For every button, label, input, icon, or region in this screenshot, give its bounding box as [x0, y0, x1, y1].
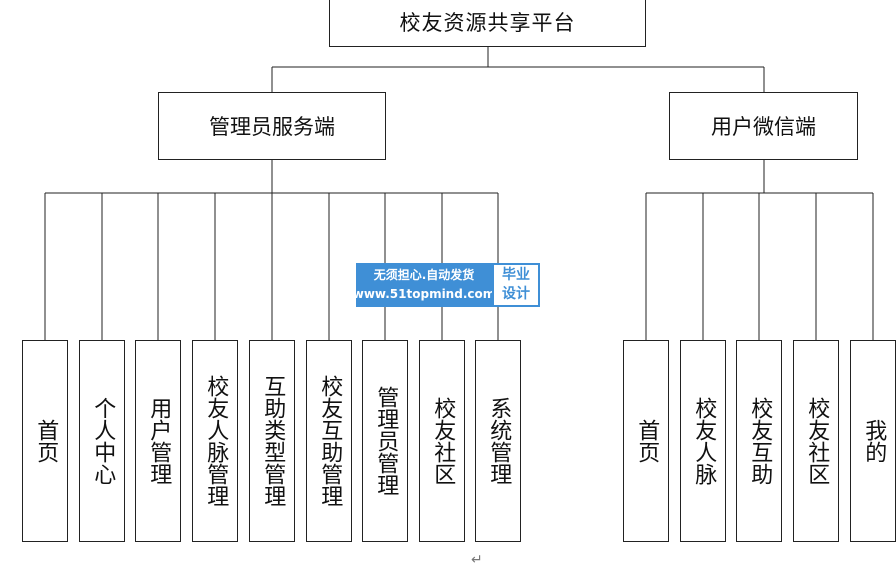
module-label: 我的 [861, 419, 887, 463]
admin-module-personal-center: 个人中心 [79, 340, 125, 542]
module-label: 系统管理 [486, 397, 512, 485]
user-module-home: 首页 [623, 340, 669, 542]
module-label: 校友人脉管理 [203, 375, 229, 507]
module-label: 管理员管理 [373, 386, 399, 496]
admin-module-home: 首页 [22, 340, 68, 542]
module-label: 校友人脉 [691, 397, 717, 485]
user-module-alumni-community: 校友社区 [793, 340, 839, 542]
watermark-text-block: 无须担心.自动发货 www.51topmind.com [353, 263, 495, 307]
user-module-alumni-network: 校友人脉 [680, 340, 726, 542]
module-label: 校友互助 [747, 397, 773, 485]
root-label: 校友资源共享平台 [399, 10, 576, 35]
watermark-line2: www.51topmind.com [352, 287, 496, 301]
admin-module-admin-management: 管理员管理 [362, 340, 408, 542]
watermark-badge: 毕业 设计 [492, 263, 540, 307]
module-label: 校友社区 [430, 397, 456, 485]
module-label: 校友社区 [804, 397, 830, 485]
watermark-badge-line1: 毕业 [502, 267, 530, 283]
root-node: 校友资源共享平台 [329, 0, 646, 47]
user-branch-node: 用户微信端 [669, 92, 858, 160]
module-label: 首页 [33, 419, 59, 463]
admin-module-mutual-aid-type-management: 互助类型管理 [249, 340, 295, 542]
watermark: 无须担心.自动发货 www.51topmind.com 毕业 设计 [353, 263, 540, 307]
module-label: 个人中心 [90, 397, 116, 485]
user-module-mine: 我的 [850, 340, 896, 542]
module-label: 首页 [634, 419, 660, 463]
admin-module-system-management: 系统管理 [475, 340, 521, 542]
admin-branch-node: 管理员服务端 [158, 92, 386, 160]
user-module-mutual-aid: 校友互助 [736, 340, 782, 542]
admin-module-alumni-network-management: 校友人脉管理 [192, 340, 238, 542]
admin-module-alumni-community: 校友社区 [419, 340, 465, 542]
admin-module-user-management: 用户管理 [135, 340, 181, 542]
watermark-badge-line2: 设计 [502, 286, 530, 302]
paragraph-mark-icon: ↵ [471, 552, 483, 568]
module-label: 校友互助管理 [317, 375, 343, 507]
user-branch-label: 用户微信端 [711, 115, 816, 139]
watermark-line1: 无须担心.自动发货 [373, 268, 475, 282]
module-label: 用户管理 [146, 397, 172, 485]
module-label: 互助类型管理 [260, 375, 286, 507]
admin-branch-label: 管理员服务端 [209, 115, 335, 139]
admin-module-mutual-aid-management: 校友互助管理 [306, 340, 352, 542]
